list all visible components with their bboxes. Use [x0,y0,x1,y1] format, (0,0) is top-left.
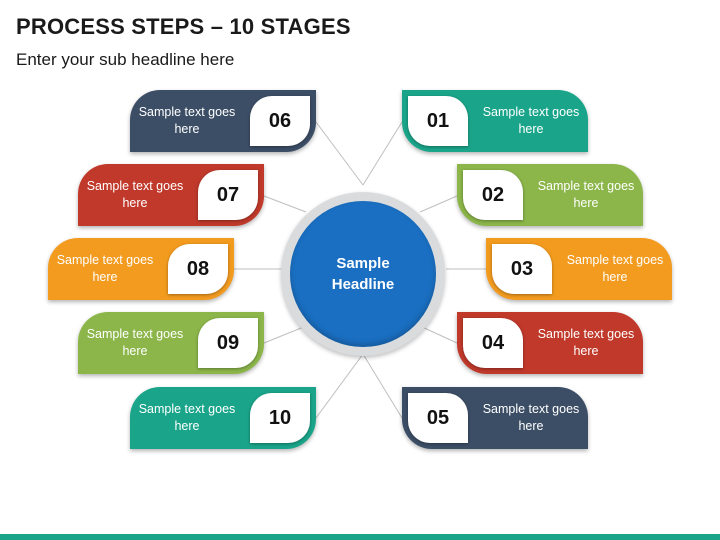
step-07: 07 Sample text goes here [78,164,264,226]
connector-01 [362,121,403,186]
step-08: 08 Sample text goes here [48,238,234,300]
step-number: 08 [168,244,228,294]
step-09: 09 Sample text goes here [78,312,264,374]
step-text: Sample text goes here [86,179,184,210]
step-text: Sample text goes here [138,105,236,136]
step-text: Sample text goes here [537,179,635,210]
step-text: Sample text goes here [566,253,664,284]
footer-accent-bar [0,534,720,540]
connector-02 [419,195,458,213]
step-number: 04 [463,318,523,368]
page-title: PROCESS STEPS – 10 STAGES [16,14,351,39]
connector-09 [263,325,307,344]
connector-04 [419,325,458,344]
step-text: Sample text goes here [482,402,580,433]
step-text: Sample text goes here [86,327,184,358]
center-headline-label: Sample Headline [331,255,395,293]
step-number: 10 [250,393,310,443]
step-number: 07 [198,170,258,220]
step-04: 04 Sample text goes here [457,312,643,374]
step-01: 01 Sample text goes here [402,90,588,152]
step-02: 02 Sample text goes here [457,164,643,226]
step-05: 05 Sample text goes here [402,387,588,449]
step-03: 03 Sample text goes here [486,238,672,300]
connector-06 [315,121,364,186]
center-headline-circle: Sample Headline [290,201,436,347]
step-text: Sample text goes here [482,105,580,136]
step-number: 09 [198,318,258,368]
step-10: 10 Sample text goes here [130,387,316,449]
page-subtitle: Enter your sub headline here [16,50,235,69]
step-number: 02 [463,170,523,220]
step-number: 05 [408,393,468,443]
connector-05 [362,353,403,419]
step-number: 06 [250,96,310,146]
connector-10 [315,353,364,419]
step-number: 01 [408,96,468,146]
step-text: Sample text goes here [138,402,236,433]
step-06: 06 Sample text goes here [130,90,316,152]
step-number: 03 [492,244,552,294]
connector-07 [263,195,307,213]
step-text: Sample text goes here [537,327,635,358]
step-text: Sample text goes here [56,253,154,284]
